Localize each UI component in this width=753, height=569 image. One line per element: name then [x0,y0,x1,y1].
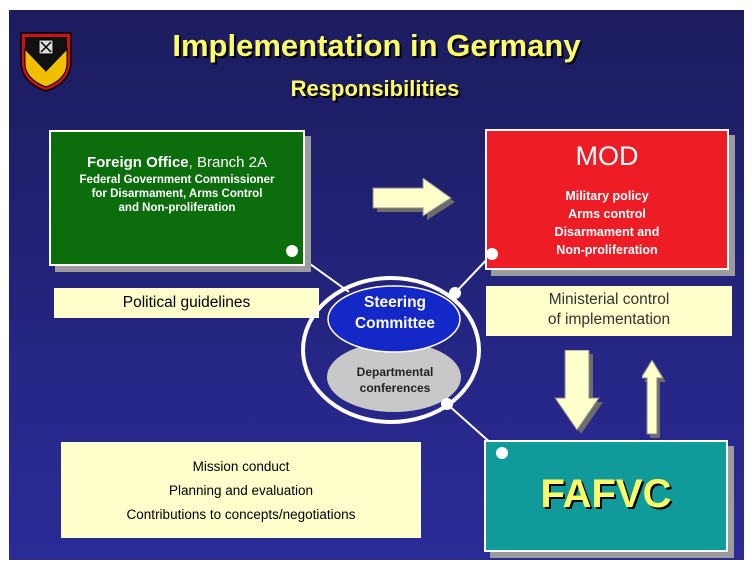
connector-dots [286,245,498,410]
fafvc-connector-dot [496,447,508,459]
mod-items: Military policy Arms control Disarmament… [487,187,727,259]
ministerial-control-label: Ministerial control of implementation [486,286,732,336]
mission-line: Planning and evaluation [168,483,314,498]
foreign-office-branch: , Branch 2A [188,154,268,171]
departmental-conferences-line: Departmental [356,365,434,379]
foreign-office-detail: Federal Government Commissioner for Disa… [51,173,303,215]
connector-dot [286,245,298,257]
foreign-office-name: Foreign Office [86,154,189,171]
mission-box: Mission conduct Planning and evaluation … [61,442,421,538]
connector-dot [449,287,461,299]
fafvc-box: FAFVC [484,440,728,552]
connector-dot [496,447,508,459]
mission-line: Mission conduct [192,459,290,474]
departmental-conferences-label: Departmental conferences [325,364,465,396]
mission-line: Contributions to concepts/negotiations [126,507,356,522]
foreign-office-heading: Foreign Office, Branch 2A [51,154,303,171]
arrow-up-icon [642,360,666,438]
foreign-office-detail-line: Federal Government Commissioner [79,174,275,186]
committee-diagram [301,276,481,424]
arrow-right-icon [372,178,455,220]
foreign-office-detail-line: for Disarmament, Arms Control [91,188,263,200]
mod-item: Arms control [568,207,646,221]
steering-committee-line: Steering [363,294,426,311]
foreign-office-text: Foreign Office, Branch 2A Federal Govern… [51,154,303,215]
ministerial-control-line: of implementation [547,311,671,328]
arrow-down-icon [554,350,603,434]
page-subtitle: Responsibilities [290,76,460,101]
departmental-conferences-line: conferences [359,381,431,395]
steering-committee-line: Committee [354,315,436,332]
committee-outer-ring [301,276,481,424]
steering-committee-label: Steering Committee [325,292,465,334]
foreign-office-box: Foreign Office, Branch 2A Federal Govern… [49,130,305,266]
mod-item: Disarmament and [554,225,660,239]
crest-logo [19,27,73,93]
mod-item: Military policy [565,189,649,203]
connector-dot [486,248,498,260]
foreign-office-detail-line: and Non-proliferation [118,202,236,214]
departmental-conferences-ellipse [327,342,461,412]
slide: Implementation in Germany Responsibiliti… [9,10,744,560]
page-title: Implementation in Germany [172,28,581,63]
connector-dot [441,398,453,410]
fafvc-label: FAFVC [540,472,672,516]
ministerial-control-line: Ministerial control [548,291,670,308]
mod-item: Non-proliferation [556,243,658,257]
mod-title: MOD [575,141,639,171]
political-guidelines-label: Political guidelines [54,288,319,318]
steering-committee-ellipse [327,285,461,353]
mod-box: MOD Military policy Arms control Disarma… [485,129,729,270]
